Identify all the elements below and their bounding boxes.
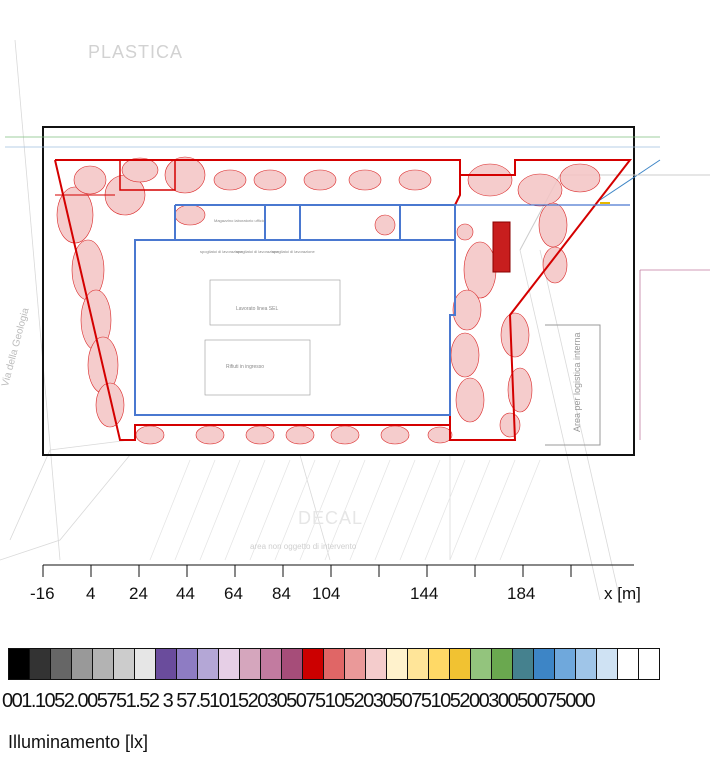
color-scale-title: Illuminamento [lx] [8, 732, 149, 752]
color-scale-swatch [534, 649, 555, 679]
interior-block-a [209, 279, 341, 326]
x-tick-label: 44 [176, 584, 195, 603]
room-label-sel: Lavorato linea SEL [236, 306, 279, 312]
color-scale-swatch [177, 649, 198, 679]
color-scale-swatch [282, 649, 303, 679]
color-scale-swatch [618, 649, 639, 679]
floor-plan [0, 39, 710, 601]
color-scale-swatch [198, 649, 219, 679]
logistics-label: Area per logistica interna [572, 332, 582, 432]
color-scale-swatch [30, 649, 51, 679]
x-tick-label: 184 [507, 584, 536, 603]
x-tick-label: 104 [312, 584, 341, 603]
illuminance-color-scale [8, 648, 660, 680]
x-tick-label: 84 [272, 584, 291, 603]
color-scale-swatch [639, 649, 660, 679]
building-outline [134, 204, 630, 416]
color-scale-swatch [471, 649, 492, 679]
color-scale-swatch [9, 649, 30, 679]
top-utility-lines [5, 136, 710, 446]
color-scale-swatch [219, 649, 240, 679]
color-scale-swatch [576, 649, 597, 679]
color-scale-swatch [303, 649, 324, 679]
room-label-spogliatoi-3: spogliatoi di lavorazione [272, 249, 315, 254]
color-scale-swatch [135, 649, 156, 679]
interior-block-b [204, 339, 311, 396]
x-tick-label: -16 [30, 584, 55, 603]
isolux-lobes [56, 156, 601, 445]
color-scale-swatch [408, 649, 429, 679]
room-label-spogliatoi-2: spogliatoi di lavorazione [236, 249, 279, 254]
decal-sublabel: area non oggetto di intervento [250, 542, 357, 551]
x-axis-unit: x [m] [604, 584, 641, 603]
decal-hatching [149, 459, 541, 561]
room-label-spogliatoi-1: spogliatoi di lavorazione [200, 249, 243, 254]
color-scale-swatch [387, 649, 408, 679]
color-scale-swatch [156, 649, 177, 679]
color-scale-swatch [72, 649, 93, 679]
red-tank [492, 221, 511, 273]
color-scale-swatch [240, 649, 261, 679]
color-scale-swatch [450, 649, 471, 679]
color-scale-labels: 001.1052.005751.52 3 57.5101520305075105… [2, 690, 596, 712]
color-scale-swatch [261, 649, 282, 679]
color-scale-swatch [555, 649, 576, 679]
plan-frame [42, 126, 635, 456]
color-scale-swatch [366, 649, 387, 679]
color-scale-swatch [345, 649, 366, 679]
color-scale-swatch [51, 649, 72, 679]
color-scale-swatch [114, 649, 135, 679]
color-scale-swatch [429, 649, 450, 679]
color-scale-swatch [324, 649, 345, 679]
x-tick-label: 64 [224, 584, 243, 603]
site-boundary-left [54, 159, 451, 441]
room-label-magazzino: Magazzino laboratorio ufficio [214, 218, 265, 223]
decal-label: DECAL [298, 508, 364, 528]
x-tick-label: 4 [86, 584, 96, 603]
color-scale-swatch [492, 649, 513, 679]
x-axis [42, 564, 634, 577]
x-tick-label: 144 [410, 584, 439, 603]
plastica-label: PLASTICA [88, 42, 184, 62]
x-tick-label: 24 [129, 584, 148, 603]
room-label-rifiuti: Rifiuti in ingresso [226, 364, 265, 370]
color-scale-swatch [513, 649, 534, 679]
color-scale-swatch [597, 649, 618, 679]
color-scale-swatch [93, 649, 114, 679]
context-lines [0, 39, 621, 601]
